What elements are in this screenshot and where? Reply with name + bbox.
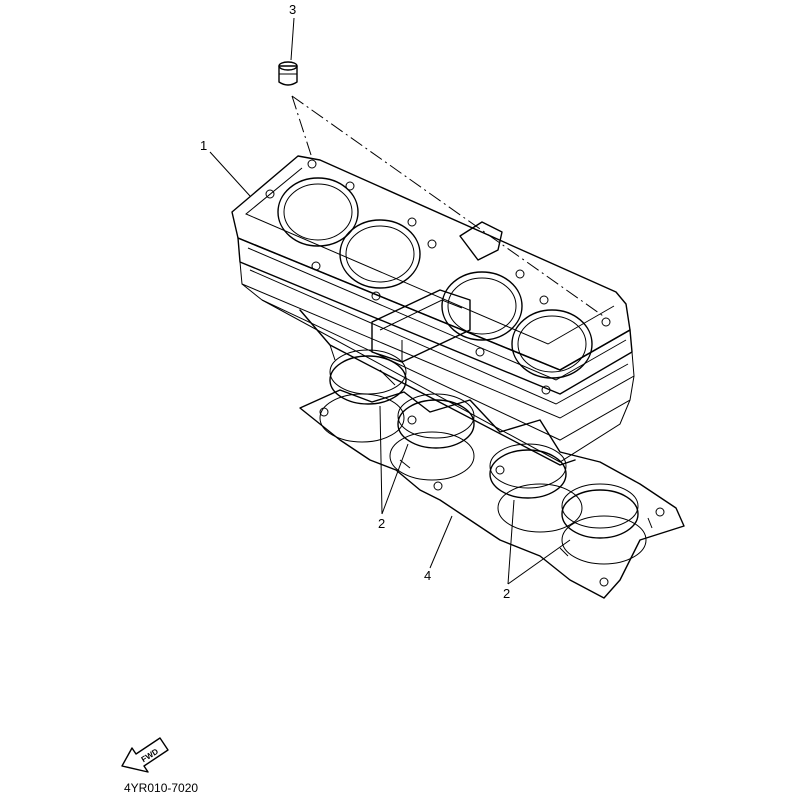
o-rings [329,349,639,539]
callout-part-3: 3 [289,2,296,17]
forward-arrow-icon: FWD [121,737,169,773]
cylinder-gasket [299,389,685,599]
callout-part-2-lower: 2 [503,586,510,601]
dowel-pin [278,61,298,86]
callout-part-2-upper: 2 [378,516,385,531]
callout-part-4: 4 [424,568,431,583]
alignment-lines [291,95,607,319]
callout-part-1: 1 [200,138,207,153]
diagram-code: 4YR010-7020 [124,781,199,795]
leader-lines [209,17,571,585]
cylinder-block [231,155,635,466]
